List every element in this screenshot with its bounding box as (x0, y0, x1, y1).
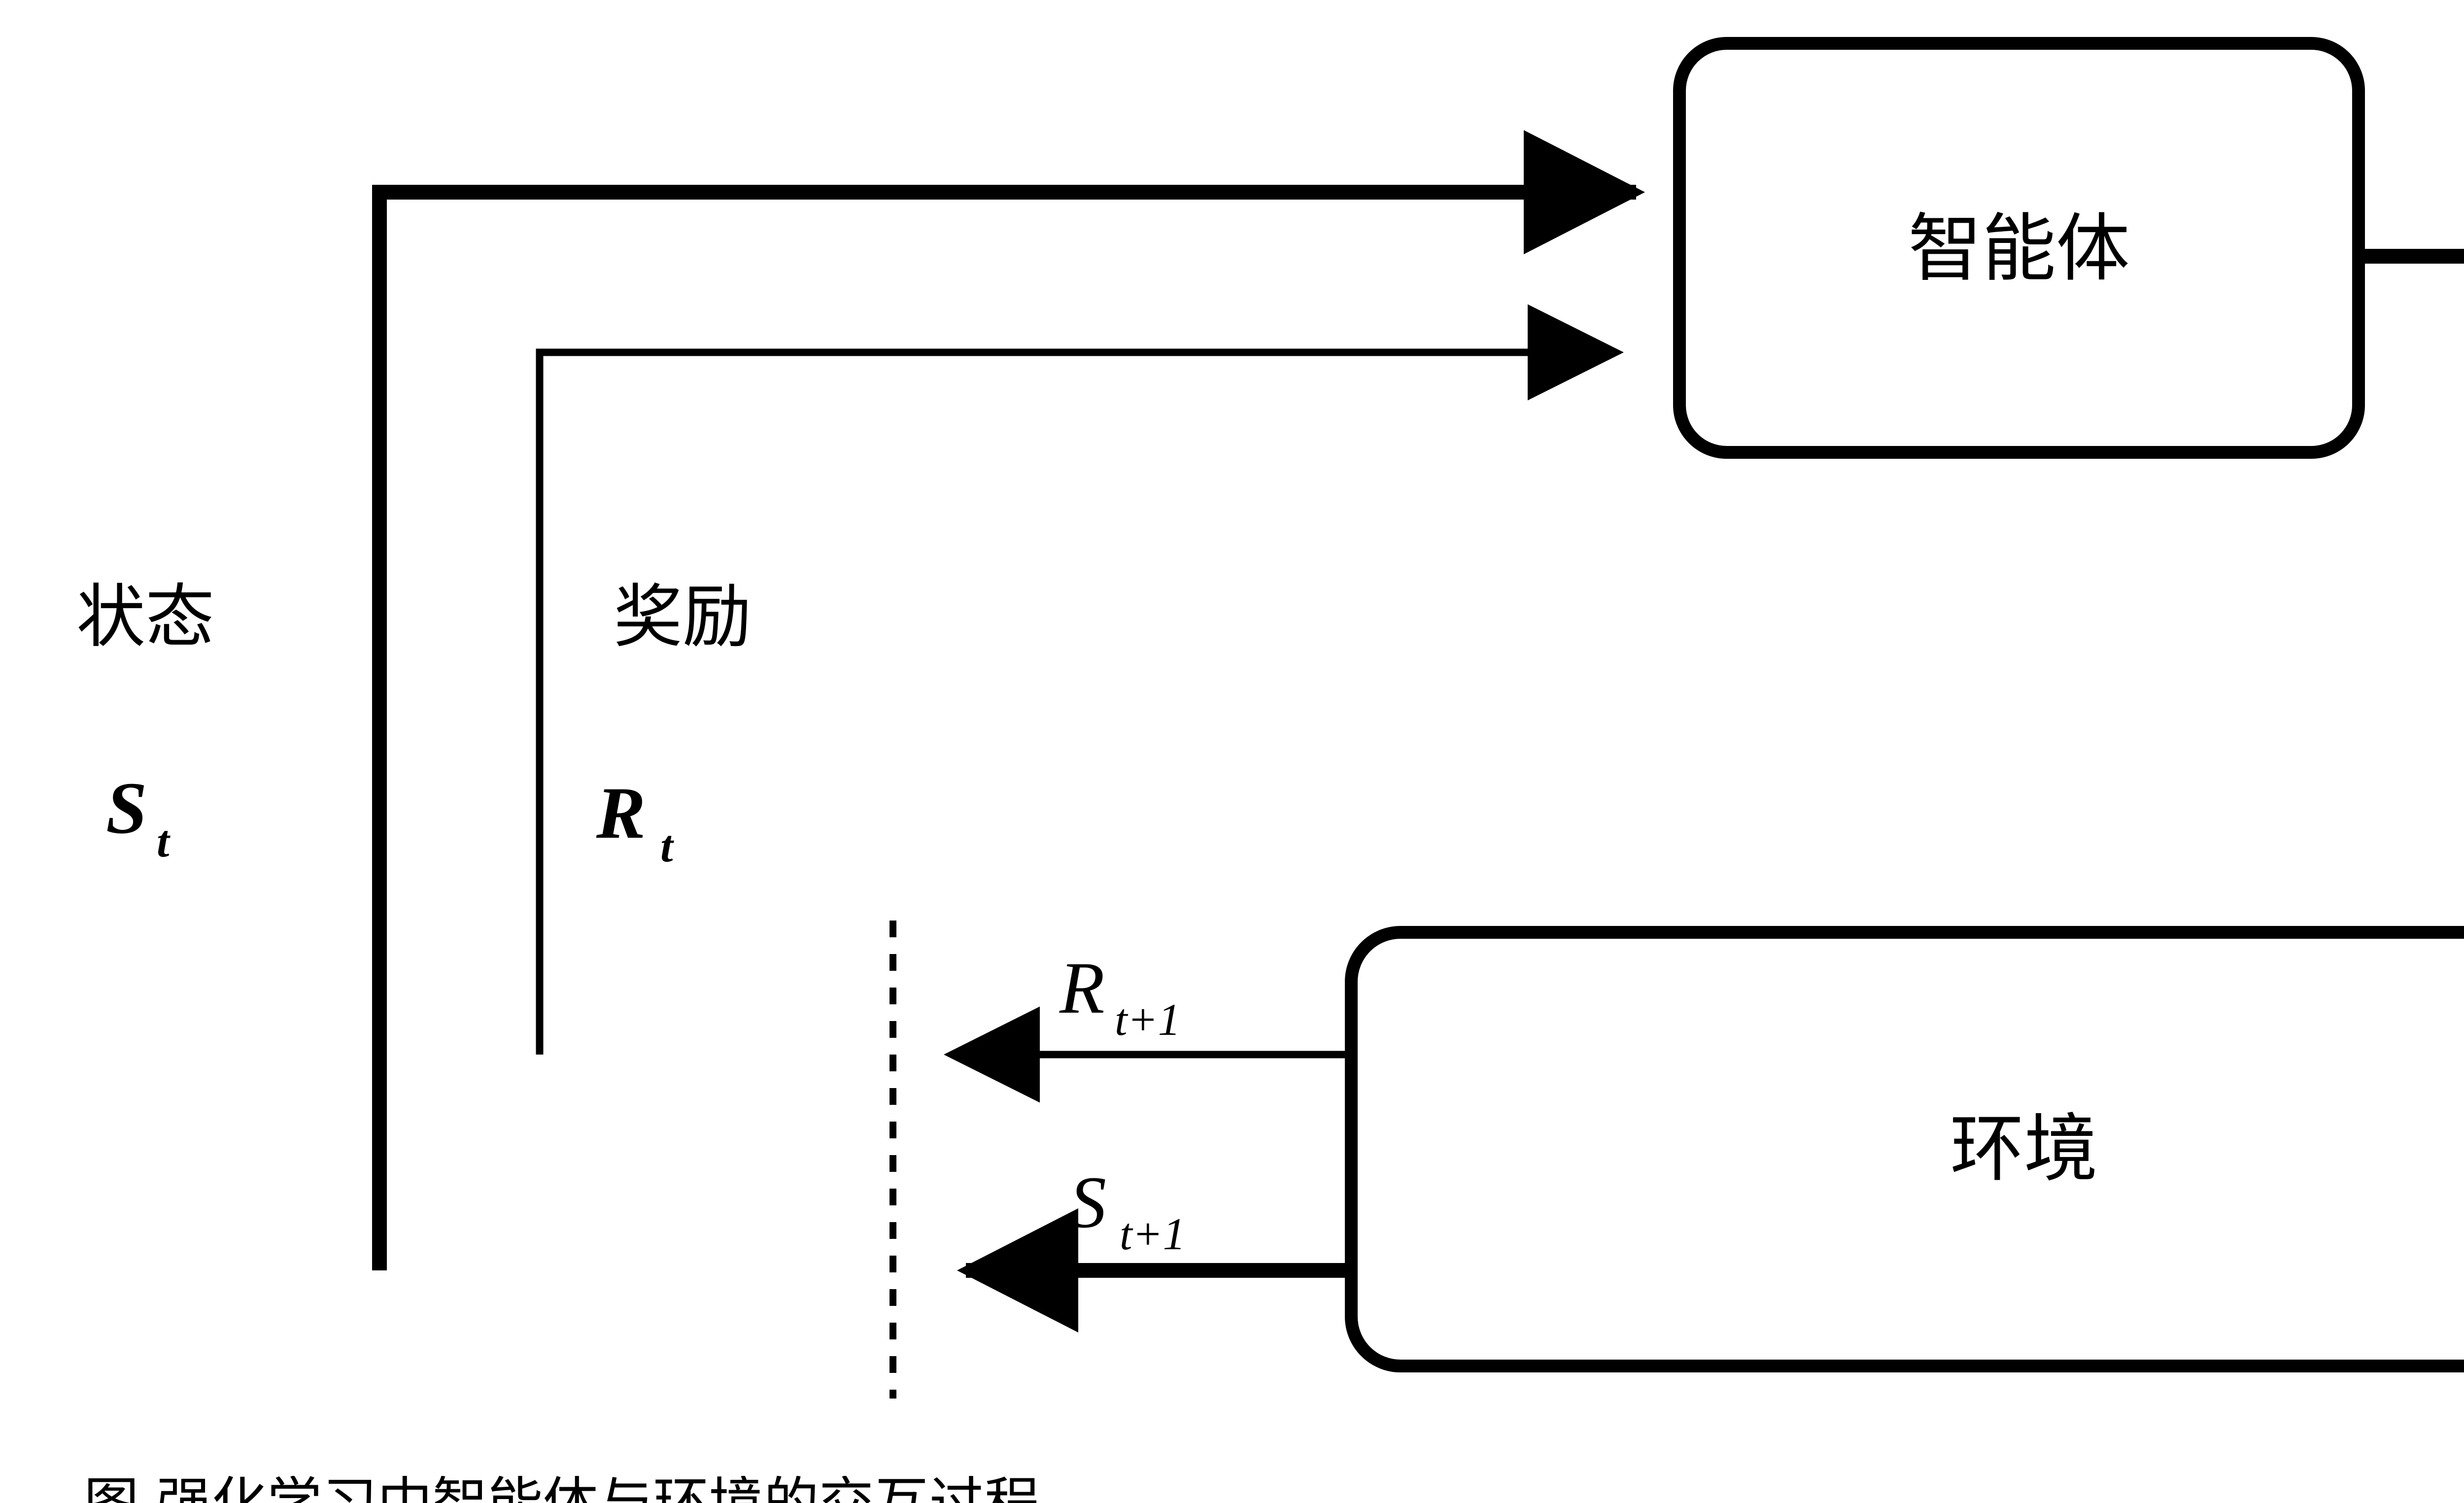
reward-symbol-subscript: t (660, 821, 674, 871)
reward-label-cjk: 奖励 (614, 577, 752, 657)
next-state-symbol: S (1069, 1161, 1106, 1243)
state-side-label-group: 状态 S t (76, 577, 214, 866)
reward-side-label-group: 奖励 R t (596, 577, 752, 871)
next-state-subscript: t+1 (1120, 1209, 1186, 1259)
next-reward-subscript: t+1 (1115, 994, 1181, 1045)
reward-feedback-edge (536, 304, 1624, 1055)
agent-label: 智能体 (1908, 206, 2130, 292)
next-reward-symbol: R (1059, 947, 1105, 1029)
agent-node[interactable]: 智能体 (1673, 37, 2365, 459)
state-symbol: S (106, 767, 147, 849)
environment-node[interactable]: 环境 (1345, 926, 2464, 1372)
next-reward-label-group: R t+1 (1059, 947, 1181, 1045)
state-feedback-edge (372, 130, 1645, 1270)
figure-caption: 图 强化学习中智能体与环境的交互过程 (84, 1476, 1040, 1503)
environment-label: 环境 (1950, 1106, 2098, 1192)
agent-box[interactable] (1673, 37, 2365, 459)
state-label-cjk: 状态 (76, 577, 214, 657)
environment-box[interactable] (1345, 926, 2464, 1372)
reward-symbol: R (596, 772, 646, 854)
next-state-label-group: S t+1 (1069, 1161, 1186, 1259)
state-symbol-subscript: t (157, 816, 171, 866)
